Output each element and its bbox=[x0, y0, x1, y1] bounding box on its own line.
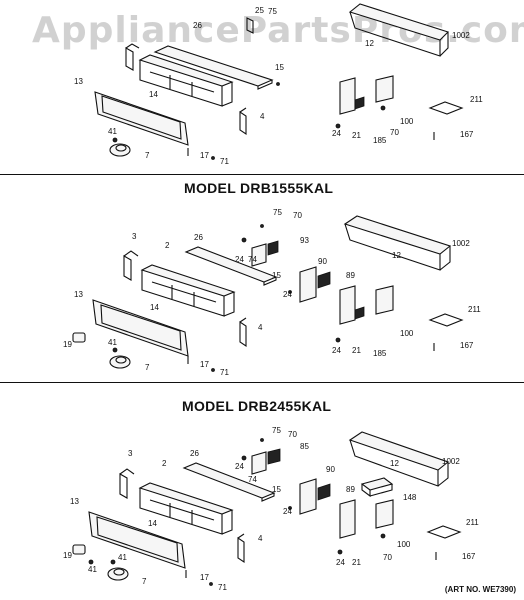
part-label: 21 bbox=[352, 131, 361, 140]
part-label: 75 bbox=[272, 426, 281, 435]
part-label: 25 bbox=[255, 6, 264, 15]
part-label: 2 bbox=[165, 241, 170, 250]
part-label: 24 bbox=[336, 558, 345, 567]
part-label: 90 bbox=[326, 465, 335, 474]
part-label: 41 bbox=[118, 553, 127, 562]
part-label: 21 bbox=[352, 346, 361, 355]
part-label: 211 bbox=[468, 305, 481, 314]
part-label: 100 bbox=[397, 540, 411, 549]
part-label: 24 bbox=[332, 346, 341, 355]
section-1-drawing bbox=[94, 3, 464, 160]
part-label: 85 bbox=[300, 442, 309, 451]
part-label: 74 bbox=[248, 255, 257, 264]
part-label: 75 bbox=[268, 7, 277, 16]
part-label: 71 bbox=[218, 583, 227, 592]
part-label: 3 bbox=[132, 232, 137, 241]
part-label: 185 bbox=[373, 349, 387, 358]
part-label: 24 bbox=[283, 507, 292, 516]
part-label: 71 bbox=[220, 368, 229, 377]
part-label: 14 bbox=[148, 519, 157, 528]
part-label: 19 bbox=[63, 340, 72, 349]
part-label: 13 bbox=[70, 497, 79, 506]
part-label: 75 bbox=[273, 208, 282, 217]
part-label: 24 bbox=[283, 290, 292, 299]
section-divider-2 bbox=[0, 382, 524, 383]
section-divider-1 bbox=[0, 174, 524, 175]
part-label: 41 bbox=[108, 127, 117, 136]
part-label: 70 bbox=[390, 128, 399, 137]
part-label: 24 bbox=[332, 129, 341, 138]
part-label: 41 bbox=[108, 338, 117, 347]
part-label: 100 bbox=[400, 117, 414, 126]
part-label: 17 bbox=[200, 573, 209, 582]
part-label: 17 bbox=[200, 360, 209, 369]
part-label: 15 bbox=[272, 271, 281, 280]
part-label: 19 bbox=[63, 551, 72, 560]
part-label: 4 bbox=[258, 323, 263, 332]
part-label: 15 bbox=[275, 63, 284, 72]
part-label: 17 bbox=[200, 151, 209, 160]
part-label: 15 bbox=[272, 485, 281, 494]
part-label: 1002 bbox=[442, 457, 460, 466]
part-label: 74 bbox=[248, 475, 257, 484]
part-label: 14 bbox=[149, 90, 158, 99]
part-label: 148 bbox=[403, 493, 417, 502]
part-label: 1002 bbox=[452, 31, 470, 40]
model-title-1: MODEL DRB1555KAL bbox=[184, 180, 334, 196]
part-label: 7 bbox=[145, 151, 150, 160]
model-title-2: MODEL DRB2455KAL bbox=[182, 398, 332, 414]
part-label: 1002 bbox=[452, 239, 470, 248]
part-label: 70 bbox=[293, 211, 302, 220]
part-label: 71 bbox=[220, 157, 229, 166]
part-label: 100 bbox=[400, 329, 414, 338]
part-label: 7 bbox=[142, 577, 147, 586]
part-label: 24 bbox=[235, 462, 244, 471]
part-label: 12 bbox=[392, 251, 401, 260]
part-label: 211 bbox=[466, 518, 479, 527]
part-label: 26 bbox=[190, 449, 199, 458]
part-label: 26 bbox=[193, 21, 202, 30]
part-label: 7 bbox=[145, 363, 150, 372]
part-label: 14 bbox=[150, 303, 159, 312]
part-label: 89 bbox=[346, 485, 355, 494]
part-label: 41 bbox=[88, 565, 97, 574]
part-label: 4 bbox=[258, 534, 263, 543]
section-2-drawing bbox=[72, 215, 464, 372]
part-label: 24 bbox=[235, 255, 244, 264]
part-label: 185 bbox=[373, 136, 387, 145]
part-label: 70 bbox=[288, 430, 297, 439]
part-label: 89 bbox=[346, 271, 355, 280]
part-label: 12 bbox=[390, 459, 399, 468]
part-label: 70 bbox=[383, 553, 392, 562]
art-number: (ART NO. WE7390) bbox=[444, 585, 516, 594]
part-label: 2 bbox=[162, 459, 167, 468]
part-label: 26 bbox=[194, 233, 203, 242]
section-3-drawing bbox=[72, 431, 462, 586]
part-label: 90 bbox=[318, 257, 327, 266]
part-label: 13 bbox=[74, 290, 83, 299]
part-label: 3 bbox=[128, 449, 133, 458]
part-label: 167 bbox=[462, 552, 476, 561]
part-label: 4 bbox=[260, 112, 265, 121]
part-label: 12 bbox=[365, 39, 374, 48]
part-label: 167 bbox=[460, 130, 474, 139]
part-label: 167 bbox=[460, 341, 474, 350]
part-label: 93 bbox=[300, 236, 309, 245]
part-label: 211 bbox=[470, 95, 483, 104]
part-label: 21 bbox=[352, 558, 361, 567]
part-label: 13 bbox=[74, 77, 83, 86]
